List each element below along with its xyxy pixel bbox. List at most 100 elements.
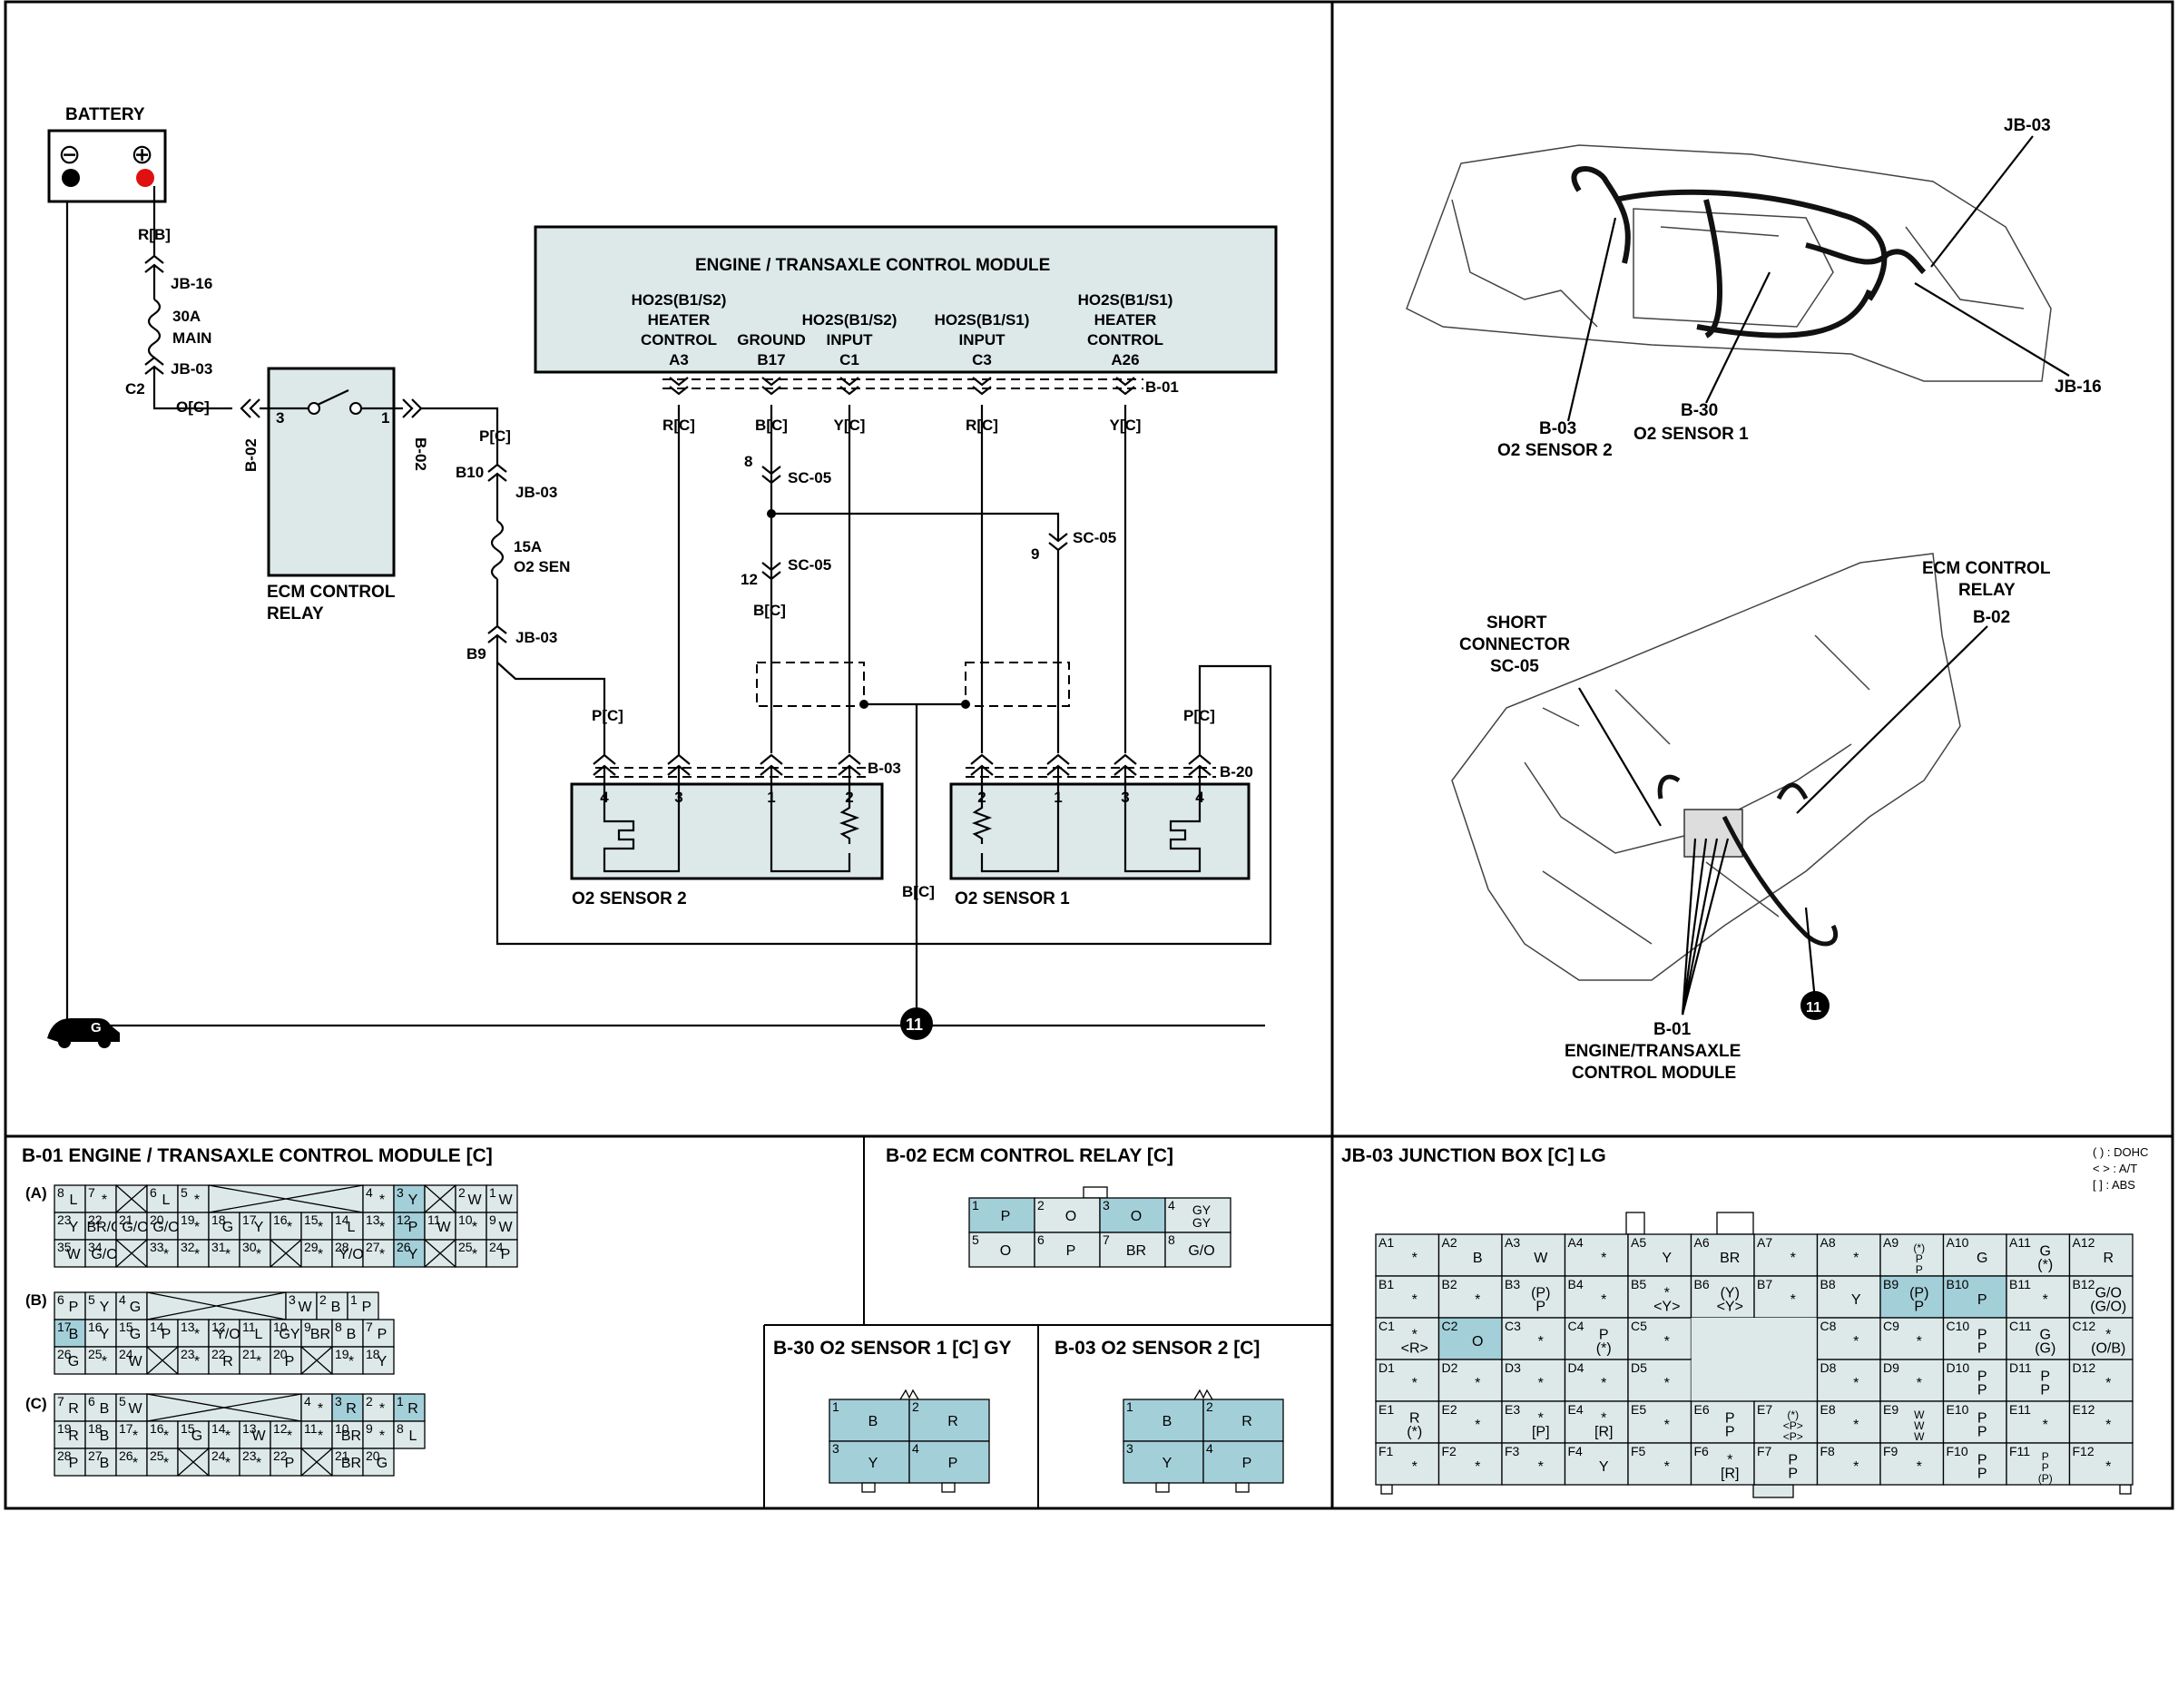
connector-pin-cell xyxy=(393,1420,426,1449)
pin-wire-color: * xyxy=(256,1354,261,1369)
pin-number: 10 xyxy=(335,1421,349,1436)
pin-number: 7 xyxy=(88,1185,95,1200)
pin-number: 5 xyxy=(181,1185,188,1200)
pin-wire-color: (*) xyxy=(2037,1258,2053,1273)
pin-number: 25 xyxy=(88,1347,103,1361)
pin-number: 22 xyxy=(88,1212,103,1227)
pin-wire-color: R xyxy=(407,1401,418,1417)
connector-pin-cell xyxy=(239,1448,271,1477)
harness-top-icon xyxy=(1571,166,1927,339)
pin-wire-color: G xyxy=(191,1428,202,1444)
sc05-label-lower: SC-05 xyxy=(788,556,831,574)
pin-number: 24 xyxy=(211,1448,226,1463)
pin-wire-color: * xyxy=(194,1327,200,1342)
junction-box-cavity xyxy=(2068,1359,2134,1402)
junction-box-cavity xyxy=(1753,1442,1819,1486)
locator-sc-label-1: SHORT xyxy=(1486,614,1547,633)
ecm-pin-desc: HEATER xyxy=(648,311,711,329)
pin-wire-color: G xyxy=(68,1354,79,1369)
pin-number: C1 xyxy=(1378,1319,1395,1333)
junction-box-cavity xyxy=(1375,1400,1440,1444)
pin-number: B7 xyxy=(1757,1277,1772,1291)
wire-relay-out-color: P[C] xyxy=(479,427,511,445)
ground-point-number: 11 xyxy=(906,1016,923,1034)
pin-wire-color: (G) xyxy=(2035,1341,2055,1357)
junction-box-cavity xyxy=(1564,1233,1629,1277)
pin-number: F3 xyxy=(1505,1444,1520,1458)
wire-sensor2-supply: P[C] xyxy=(592,707,623,724)
pin-wire-color: (G/O) xyxy=(2090,1300,2126,1315)
connector-pin-cell xyxy=(54,1448,86,1477)
pin-wire-color: P xyxy=(69,1300,79,1315)
pin-number: 12 xyxy=(273,1421,288,1436)
sc05-label-upper: SC-05 xyxy=(788,469,831,486)
pin-wire-color: W xyxy=(298,1300,312,1315)
pin-wire-color: P xyxy=(1001,1209,1011,1224)
pin-number: A8 xyxy=(1820,1235,1836,1250)
junction-box-cavity xyxy=(2006,1317,2071,1360)
pin-wire-color: * xyxy=(1664,1334,1670,1350)
pin-wire-color: Y xyxy=(378,1354,388,1369)
connector-pin-cell xyxy=(270,1212,302,1241)
pin-number: 15 xyxy=(181,1421,195,1436)
pin-number: 12 xyxy=(211,1320,226,1334)
b20-connector-label: B-20 xyxy=(1220,763,1253,780)
connector-pin-cell xyxy=(177,1319,210,1348)
b03-connector-title: B-03 O2 SENSOR 2 [C] xyxy=(1055,1338,1260,1359)
pin-wire-color: W xyxy=(467,1193,482,1208)
pin-wire-color: [R] xyxy=(1594,1425,1613,1440)
pin-number: E10 xyxy=(1947,1402,1969,1417)
pin-number: 19 xyxy=(181,1212,195,1227)
pin-wire-color: P xyxy=(1977,1467,1987,1482)
jb03-b10-label: JB-03 xyxy=(515,484,557,501)
pin-wire-color: L xyxy=(409,1428,417,1444)
pin-number: 17 xyxy=(242,1212,257,1227)
pin-wire-color: P xyxy=(2042,1450,2049,1463)
pin-number: D5 xyxy=(1631,1360,1647,1375)
pin-wire-color: <Y> xyxy=(1717,1300,1743,1315)
junction-box-cavity xyxy=(1627,1400,1692,1444)
ecm-pin-desc: HEATER xyxy=(1094,311,1157,329)
sc05-label-right: SC-05 xyxy=(1073,529,1116,546)
connector-pin-cell xyxy=(146,1239,179,1268)
pin-wire-color: O xyxy=(1065,1209,1076,1224)
pin-number: 3 xyxy=(397,1185,404,1200)
pin-number: 23 xyxy=(242,1448,257,1463)
pin-number: F4 xyxy=(1568,1444,1584,1458)
pin-wire-color: * xyxy=(256,1456,261,1471)
pin-wire-color: P xyxy=(1066,1243,1076,1259)
b01-group-a: (A) xyxy=(25,1184,47,1202)
pin-number: 7 xyxy=(366,1320,373,1334)
pin-number: E12 xyxy=(2073,1402,2095,1417)
battery-positive-icon: ⊕ xyxy=(131,140,153,170)
junction-box-cavity xyxy=(1753,1400,1819,1444)
ecm-title: ENGINE / TRANSAXLE CONTROL MODULE xyxy=(695,256,1050,275)
pin-number: E1 xyxy=(1378,1402,1394,1417)
battery-negative-icon: ⊖ xyxy=(58,140,81,170)
pin-number: 6 xyxy=(57,1292,64,1307)
fuse-o2-icon xyxy=(490,520,505,580)
connector-pin-cell xyxy=(54,1319,86,1348)
pin-wire-color: P xyxy=(501,1247,511,1262)
pin-wire-color: <P> xyxy=(1783,1430,1803,1443)
pin-wire-color: O xyxy=(1000,1243,1011,1259)
pin-number: 8 xyxy=(57,1185,64,1200)
wire-ground-color: B[C] xyxy=(902,883,935,900)
pin-number: A12 xyxy=(2073,1235,2095,1250)
junction-box-cavity xyxy=(1437,1442,1503,1486)
wire-sc05-ground: B[C] xyxy=(753,602,786,619)
pin-number: 20 xyxy=(273,1347,288,1361)
pin-number: D10 xyxy=(1947,1360,1970,1375)
pin-number: F1 xyxy=(1378,1444,1394,1458)
pin-number: C2 xyxy=(1442,1319,1458,1333)
pin-number: 28 xyxy=(57,1448,72,1463)
locator-b30-label: B-30 xyxy=(1681,401,1718,420)
pin-wire-color: * xyxy=(1475,1292,1480,1308)
pin-wire-color: * xyxy=(1538,1459,1544,1475)
pin-wire-color: O xyxy=(1472,1334,1483,1350)
junction-box-cavity xyxy=(2006,1359,2071,1402)
pin-wire-color: * xyxy=(1601,1292,1606,1308)
pin-wire-color: B xyxy=(100,1428,110,1444)
